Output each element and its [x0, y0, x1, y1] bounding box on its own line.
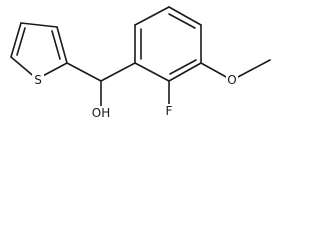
atom-sulfur: S: [32, 73, 44, 87]
bond-c4-c5-double: [16, 27, 26, 56]
bond-carbinol-benzene: [100, 62, 136, 82]
bond-thiophene-carbinol: [66, 62, 102, 82]
bond-c3-c4: [20, 22, 58, 28]
molecule-structure-diagram: S OH F O: [10, 6, 271, 120]
atom-label-hydroxyl: OH: [92, 106, 110, 120]
bond-c4-c5: [10, 22, 22, 58]
bond-ar-c4-c5: [168, 6, 202, 26]
atom-label-fluorine: F: [166, 104, 173, 118]
bond-ar-c1-c2: [134, 62, 170, 82]
thiophene-ring: [10, 22, 68, 80]
atom-label-sulfur: S: [34, 73, 42, 87]
bond-oxygen-methyl: [235, 59, 271, 79]
bond-c2-c3: [56, 26, 68, 64]
bond-ar-c4-c5-double: [168, 13, 196, 29]
bond-ar-c2-c3: [168, 62, 202, 82]
bond-aryl-methoxy-oxygen: [200, 62, 229, 79]
atom-label-methoxy-oxygen: O: [227, 73, 236, 87]
bond-ar-c5-c6: [134, 6, 170, 26]
atom-methoxy-oxygen: O: [226, 73, 238, 87]
benzene-ring: [134, 6, 202, 82]
atom-hydroxyl: OH: [91, 106, 111, 120]
bond-c2-c3-double: [51, 30, 61, 60]
atom-fluorine: F: [163, 104, 175, 118]
bond-ar-c2-c3-double: [169, 59, 197, 75]
